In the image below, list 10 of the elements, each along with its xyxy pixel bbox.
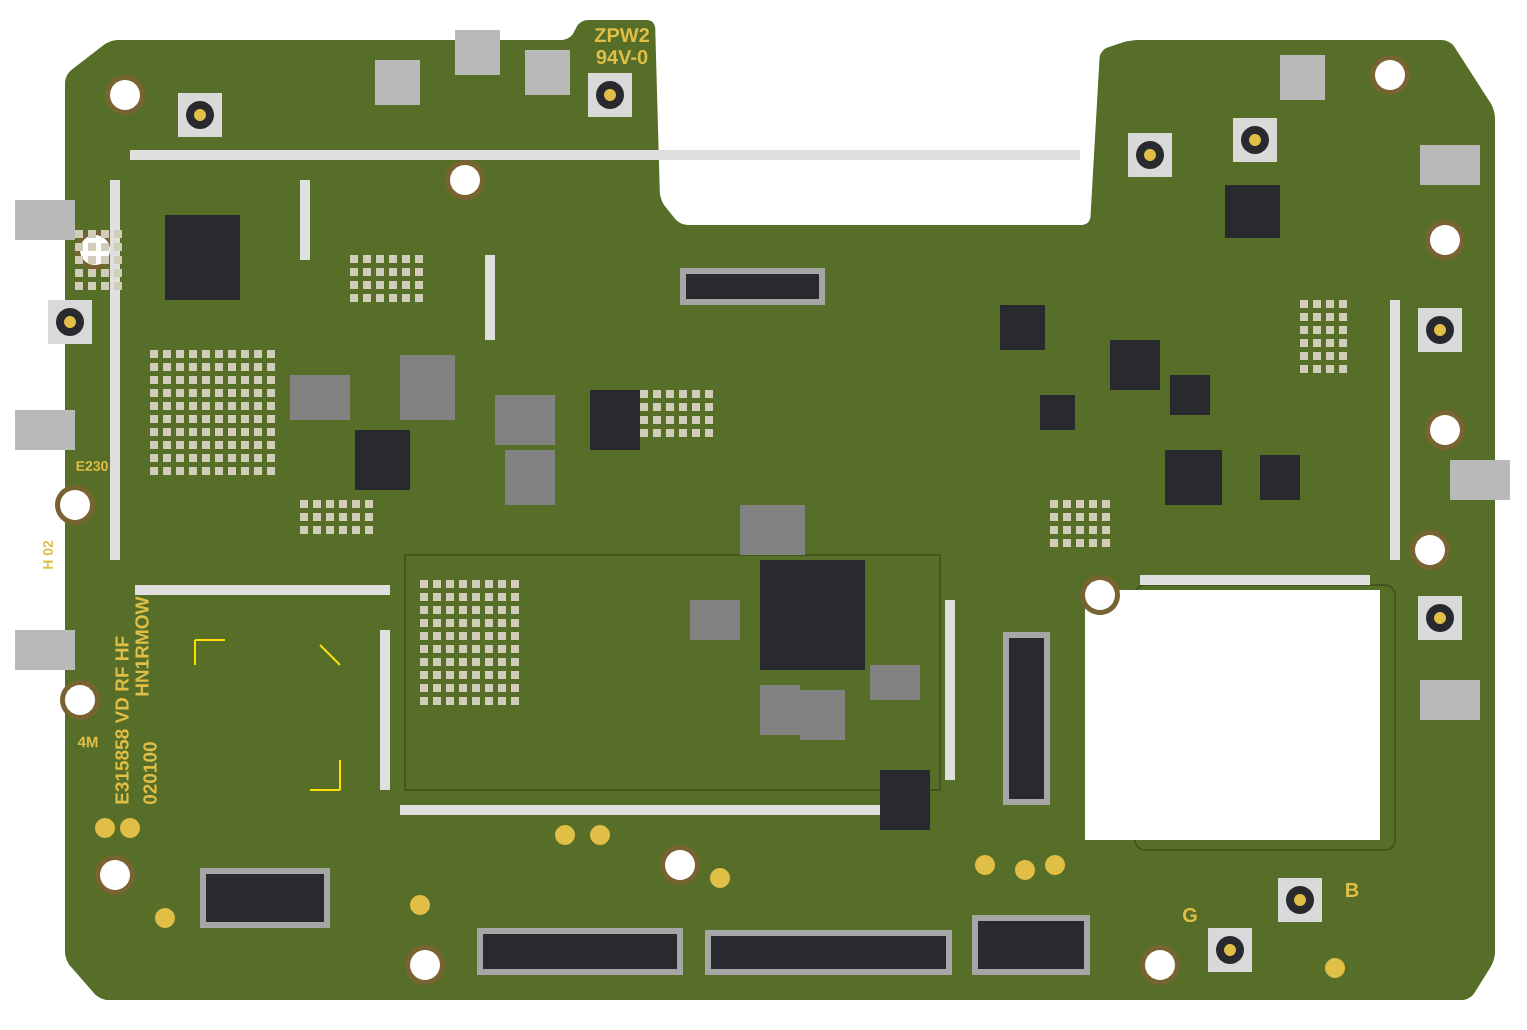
silkscreen-label: 94V-0 bbox=[596, 49, 648, 65]
silkscreen-label: B bbox=[1346, 883, 1359, 897]
silkscreen-label: HN1RMOW bbox=[135, 596, 149, 696]
silkscreen-label: H 02 bbox=[43, 540, 53, 569]
silkscreen-label: 020100 bbox=[143, 742, 157, 805]
silkscreen-label: E315858 VD RF HF bbox=[115, 636, 129, 804]
silkscreen-label: ZPW2 bbox=[594, 28, 649, 42]
silkscreen-label: G bbox=[1183, 907, 1197, 923]
silkscreen-label: E230 bbox=[76, 461, 108, 471]
silkscreen-label: 4M bbox=[77, 736, 98, 748]
